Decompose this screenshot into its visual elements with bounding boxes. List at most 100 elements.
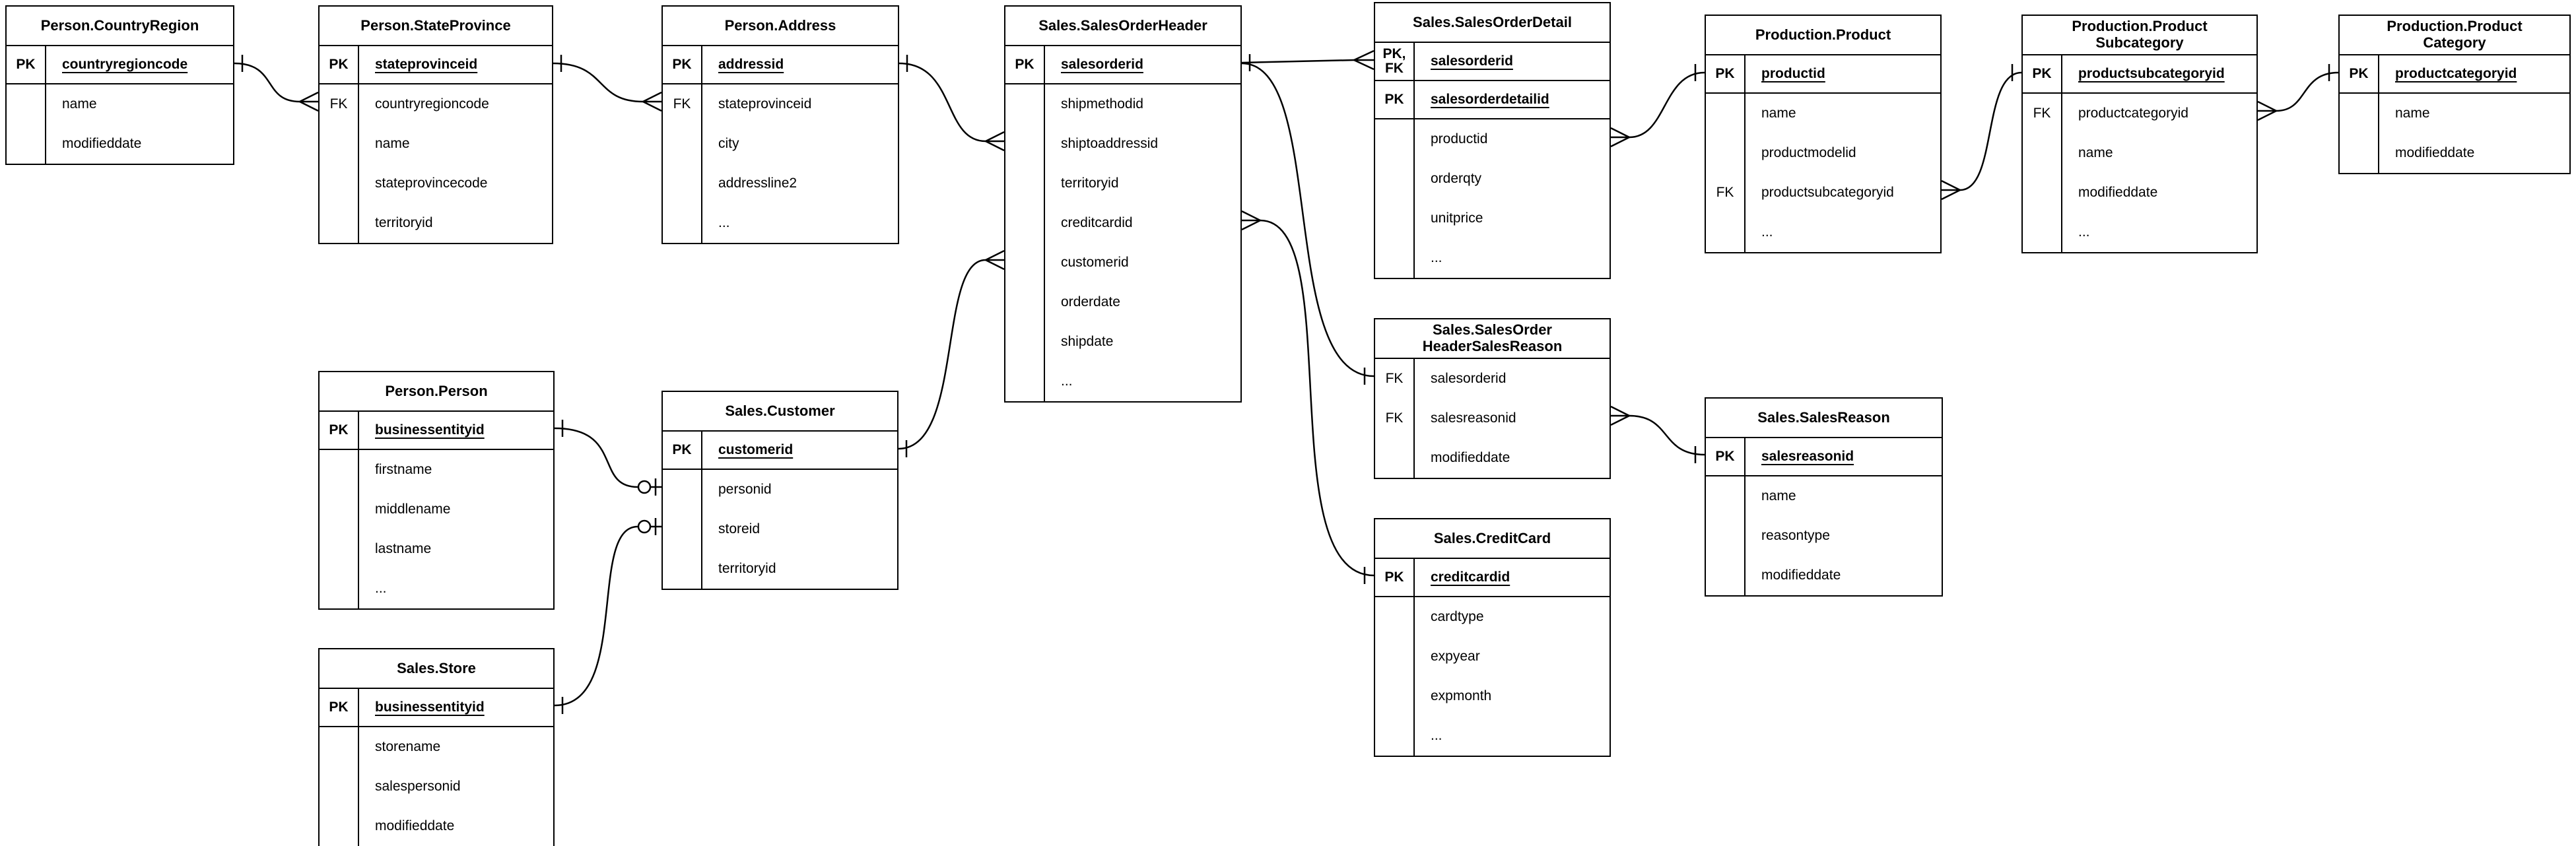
relationship-customer-salesorderheader xyxy=(898,249,1005,457)
key-cell xyxy=(7,84,46,124)
column-creditcardid: creditcardid xyxy=(1431,569,1510,585)
key-cell xyxy=(1375,119,1415,159)
column-ellipsis: ... xyxy=(1431,728,1442,743)
column-name: name xyxy=(2078,145,2113,160)
key-cell xyxy=(1375,199,1415,238)
key-cell xyxy=(663,470,702,509)
relationship-productcategory-productsubcategory xyxy=(2257,64,2339,121)
table-title: Sales.SalesOrder HeaderSalesReason xyxy=(1375,319,1610,359)
key-cell xyxy=(1706,556,1746,595)
key-cell xyxy=(1375,676,1415,716)
table-title: Production.Product Subcategory xyxy=(2023,16,2256,55)
key-cell xyxy=(663,549,702,589)
column-stateprovinceid: stateprovinceid xyxy=(375,57,478,72)
key-cell xyxy=(1375,637,1415,676)
column-creditcardid: creditcardid xyxy=(1061,215,1133,230)
pk-label: PK xyxy=(2340,55,2379,92)
column-salespersonid: salespersonid xyxy=(375,779,461,794)
key-cell xyxy=(1706,516,1746,556)
table-title: Sales.SalesOrderDetail xyxy=(1375,3,1610,43)
column-ellipsis: ... xyxy=(2078,224,2090,240)
key-cell xyxy=(2340,133,2379,173)
column-productsubcategoryid: productsubcategoryid xyxy=(2078,66,2225,81)
column-ellipsis: ... xyxy=(1431,250,1442,265)
key-cell xyxy=(663,124,702,164)
key-cell xyxy=(7,124,46,164)
key-cell xyxy=(320,124,359,164)
table-title: Production.Product xyxy=(1706,16,1940,55)
table-sales-salesorderheader: Sales.SalesOrderHeader PK salesorderid s… xyxy=(1004,5,1242,403)
key-cell xyxy=(1375,597,1415,637)
fk-label: FK xyxy=(1706,173,1746,212)
table-title: Person.Address xyxy=(663,7,898,46)
column-customerid: customerid xyxy=(1061,255,1129,270)
pk-label: PK xyxy=(2023,55,2062,92)
table-title: Sales.CreditCard xyxy=(1375,519,1610,559)
column-addressline2: addressline2 xyxy=(718,176,797,191)
pk-label: PK xyxy=(320,46,359,83)
key-cell xyxy=(320,490,359,529)
key-cell xyxy=(320,450,359,490)
key-cell xyxy=(663,164,702,203)
table-title: Sales.Customer xyxy=(663,392,897,432)
key-cell xyxy=(1375,159,1415,199)
column-productid: productid xyxy=(1431,131,1488,146)
column-productmodelid: productmodelid xyxy=(1761,145,1856,160)
table-production-productsubcategory: Production.Product Subcategory PK produc… xyxy=(2021,15,2258,253)
column-salesorderid: salesorderid xyxy=(1061,57,1143,72)
key-cell xyxy=(1706,212,1746,252)
column-productsubcategoryid: productsubcategoryid xyxy=(1761,185,1894,200)
column-businessentityid: businessentityid xyxy=(375,422,485,438)
column-ellipsis: ... xyxy=(375,581,387,596)
column-ellipsis: ... xyxy=(1761,224,1773,240)
column-stateprovincecode: stateprovincecode xyxy=(375,176,488,191)
table-production-product: Production.Product PK productid name pro… xyxy=(1705,15,1942,253)
table-sales-salesreason: Sales.SalesReason PK salesreasonid name … xyxy=(1705,397,1943,597)
column-name: name xyxy=(2395,106,2430,121)
column-territoryid: territoryid xyxy=(1061,176,1119,191)
key-cell xyxy=(2023,133,2062,173)
pk-fk-label: PK, FK xyxy=(1375,43,1415,80)
relationship-product-salesorderdetail xyxy=(1610,64,1705,148)
column-stateprovinceid: stateprovinceid xyxy=(718,96,812,112)
key-cell xyxy=(2340,94,2379,133)
fk-label: FK xyxy=(2023,94,2062,133)
table-title: Sales.SalesOrderHeader xyxy=(1005,7,1240,46)
column-personid: personid xyxy=(718,482,772,497)
table-sales-creditcard: Sales.CreditCard PK creditcardid cardtyp… xyxy=(1374,518,1611,757)
relationship-creditcard-salesorderheader xyxy=(1241,210,1374,584)
relationship-salesorderheader-headersalesreason xyxy=(1241,62,1374,385)
column-name: name xyxy=(1761,106,1796,121)
column-countryregioncode: countryregioncode xyxy=(62,57,188,72)
column-firstname: firstname xyxy=(375,462,432,477)
table-person-stateprovince: Person.StateProvince PK stateprovinceid … xyxy=(318,5,553,244)
column-orderqty: orderqty xyxy=(1431,171,1482,186)
relationship-stateprovince-address xyxy=(553,55,662,112)
column-city: city xyxy=(718,136,739,151)
fk-label: FK xyxy=(320,84,359,124)
key-cell xyxy=(320,164,359,203)
table-sales-customer: Sales.Customer PK customerid personid st… xyxy=(661,391,898,590)
column-ellipsis: ... xyxy=(718,215,730,230)
key-cell xyxy=(1706,94,1746,133)
table-sales-store: Sales.Store PK businessentityid storenam… xyxy=(318,648,555,846)
table-person-countryregion: Person.CountryRegion PK countryregioncod… xyxy=(5,5,234,165)
column-cardtype: cardtype xyxy=(1431,609,1484,624)
relationship-countryregion-stateprovince xyxy=(234,55,319,112)
key-cell xyxy=(1375,438,1415,478)
column-territoryid: territoryid xyxy=(718,561,776,576)
table-sales-salesorderdetail: Sales.SalesOrderDetail PK, FK salesorder… xyxy=(1374,2,1611,279)
key-cell xyxy=(1005,243,1045,282)
column-territoryid: territoryid xyxy=(375,215,433,230)
table-title: Person.Person xyxy=(320,372,553,412)
key-cell xyxy=(1375,238,1415,278)
column-orderdate: orderdate xyxy=(1061,294,1120,309)
key-cell xyxy=(1005,203,1045,243)
column-expmonth: expmonth xyxy=(1431,688,1492,703)
fk-label: FK xyxy=(1375,399,1415,438)
fk-label: FK xyxy=(1375,359,1415,399)
key-cell xyxy=(320,727,359,767)
column-middlename: middlename xyxy=(375,502,451,517)
pk-label: PK xyxy=(7,46,46,83)
